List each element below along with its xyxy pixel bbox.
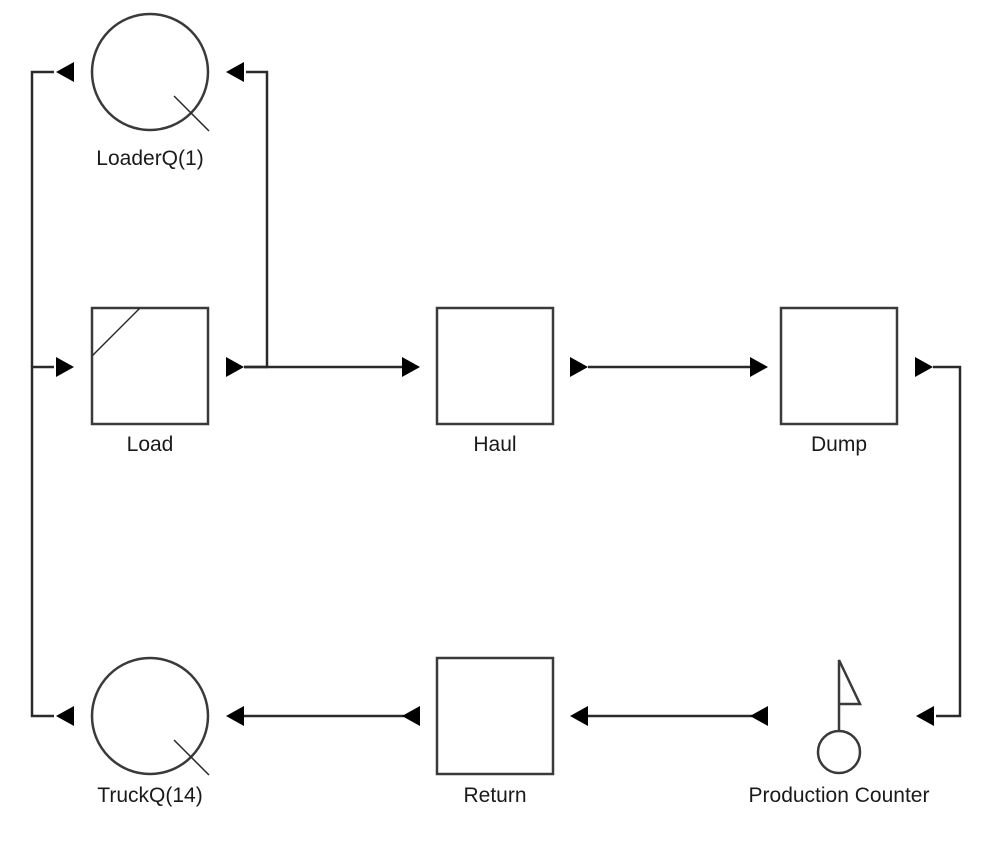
arrow-truckq-in: [226, 706, 244, 726]
counter-circle-icon: [816, 729, 862, 775]
node-return[interactable]: Return: [435, 656, 555, 807]
arrow-return-out: [402, 706, 420, 726]
arrow-counter-in: [916, 706, 934, 726]
arrow-load-out: [226, 357, 244, 377]
arrow-loaderq-out: [56, 62, 74, 82]
node-label: Production Counter: [749, 784, 930, 807]
node-load[interactable]: Load: [90, 306, 210, 456]
edge-loaderq-to-load: [30, 70, 54, 367]
arrow-return-in: [570, 706, 588, 726]
queue-tick-icon: [173, 739, 210, 776]
node-production-counter[interactable]: Production Counter: [749, 659, 930, 807]
edge-load-to-loaderq: [244, 70, 269, 369]
arrow-haul-in: [402, 357, 420, 377]
node-label: TruckQ(14): [97, 784, 202, 807]
edge-truckq-to-load: [30, 365, 54, 718]
node-label: LoaderQ(1): [96, 147, 203, 170]
activity-box-icon: [435, 656, 555, 776]
arrow-dump-out: [915, 357, 933, 377]
node-truck-queue[interactable]: TruckQ(14): [90, 656, 210, 807]
node-loader-queue[interactable]: LoaderQ(1): [90, 12, 210, 170]
arrow-load-in: [56, 357, 74, 377]
node-label: Return: [463, 784, 526, 807]
queue-tick-icon: [173, 95, 210, 132]
node-label: Haul: [473, 433, 516, 456]
activity-box-icon: [779, 306, 899, 426]
node-haul[interactable]: Haul: [435, 306, 555, 456]
arrow-dump-in: [750, 357, 768, 377]
node-label: Dump: [811, 433, 867, 456]
arrow-counter-out: [750, 706, 768, 726]
arrow-truckq-out: [56, 706, 74, 726]
arrow-loaderq-in: [226, 62, 244, 82]
combi-diagonal-icon: [91, 307, 141, 357]
arrow-haul-out: [570, 357, 588, 377]
edge-dump-to-counter: [933, 365, 962, 718]
activity-box-icon: [435, 306, 555, 426]
node-label: Load: [127, 433, 174, 456]
combi-box-icon: [90, 306, 210, 426]
counter-flag-icon: [837, 659, 862, 731]
node-dump[interactable]: Dump: [779, 306, 899, 456]
